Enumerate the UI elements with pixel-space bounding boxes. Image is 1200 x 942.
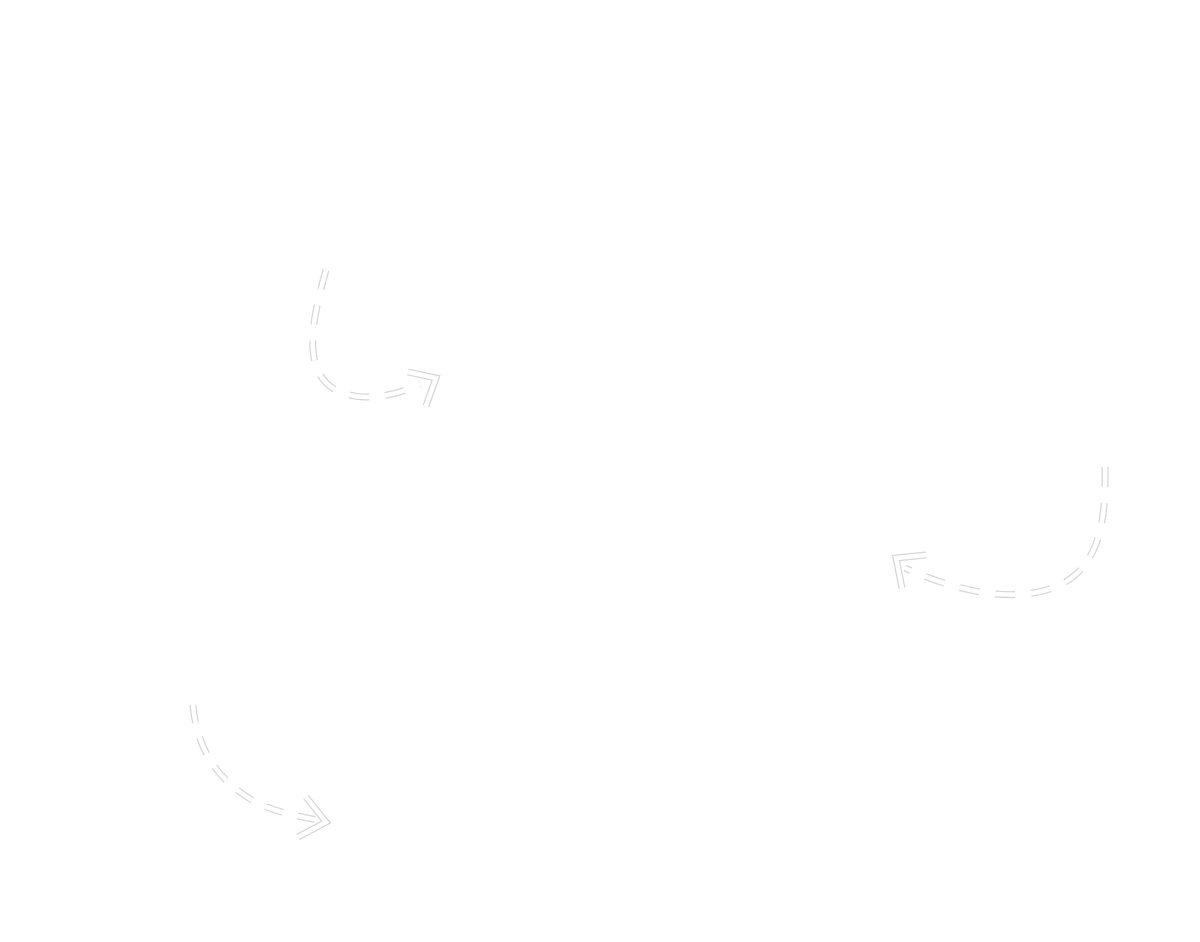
dashed-curved-arrow-icon — [891, 466, 1109, 599]
dashed-curved-arrow-icon — [309, 269, 441, 408]
dashed-curved-arrow-icon — [189, 704, 332, 841]
blank-canvas — [189, 269, 1109, 841]
